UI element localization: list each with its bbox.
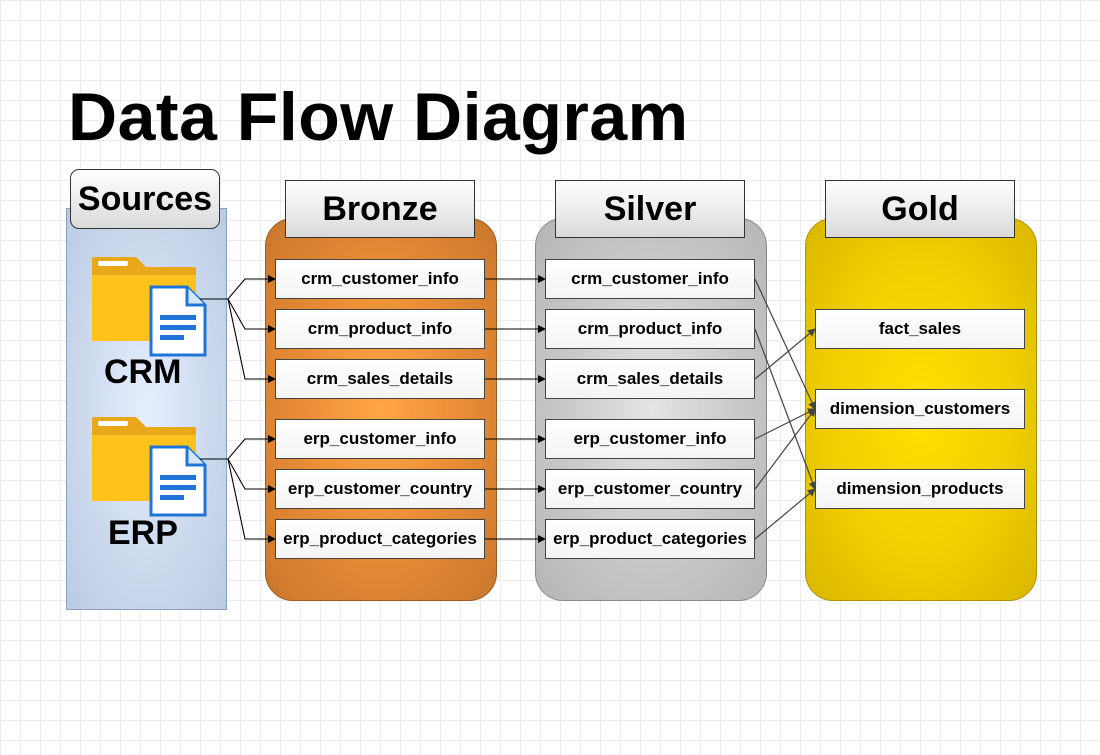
crm-folder-document-icon — [92, 257, 207, 357]
gold-node-dimension-products[interactable]: dimension_products — [815, 469, 1025, 509]
edge-source-crm-to-bronze-1 — [200, 298, 276, 333]
edge-silver-0-to-gold-1 — [754, 278, 816, 410]
gold-header: Gold — [825, 180, 1015, 238]
edge-silver-3-to-gold-1 — [754, 408, 816, 440]
edge-source-erp-to-bronze-4 — [200, 458, 276, 493]
silver-header: Silver — [555, 180, 745, 238]
gold-node-fact-sales[interactable]: fact_sales — [815, 309, 1025, 349]
edge-silver-2-to-gold-0 — [754, 328, 816, 380]
diagram-title: Data Flow Diagram — [68, 79, 689, 155]
edge-silver-4-to-gold-1 — [754, 408, 816, 490]
edge-source-crm-to-bronze-2 — [200, 298, 276, 383]
bronze-node-erp-customer-country[interactable]: erp_customer_country — [275, 469, 485, 509]
edge-source-crm-to-bronze-0 — [200, 275, 276, 300]
edge-silver-5-to-gold-2 — [754, 488, 816, 540]
edge-source-erp-to-bronze-5 — [200, 458, 276, 543]
silver-node-crm-product-info[interactable]: crm_product_info — [545, 309, 755, 349]
edge-source-erp-to-bronze-3 — [200, 435, 276, 460]
bronze-node-erp-customer-info[interactable]: erp_customer_info — [275, 419, 485, 459]
erp-folder-document-icon — [92, 417, 207, 517]
silver-node-crm-customer-info[interactable]: crm_customer_info — [545, 259, 755, 299]
bronze-node-crm-sales-details[interactable]: crm_sales_details — [275, 359, 485, 399]
sources-header: Sources — [70, 169, 220, 229]
silver-node-crm-sales-details[interactable]: crm_sales_details — [545, 359, 755, 399]
edge-silver-1-to-gold-2 — [754, 328, 817, 490]
bronze-node-erp-product-categories[interactable]: erp_product_categories — [275, 519, 485, 559]
bronze-node-crm-customer-info[interactable]: crm_customer_info — [275, 259, 485, 299]
erp-label: ERP — [108, 514, 178, 552]
crm-label: CRM — [104, 353, 182, 391]
bronze-header: Bronze — [285, 180, 475, 238]
silver-node-erp-customer-info[interactable]: erp_customer_info — [545, 419, 755, 459]
gold-node-dimension-customers[interactable]: dimension_customers — [815, 389, 1025, 429]
bronze-node-crm-product-info[interactable]: crm_product_info — [275, 309, 485, 349]
silver-node-erp-product-categories[interactable]: erp_product_categories — [545, 519, 755, 559]
silver-node-erp-customer-country[interactable]: erp_customer_country — [545, 469, 755, 509]
